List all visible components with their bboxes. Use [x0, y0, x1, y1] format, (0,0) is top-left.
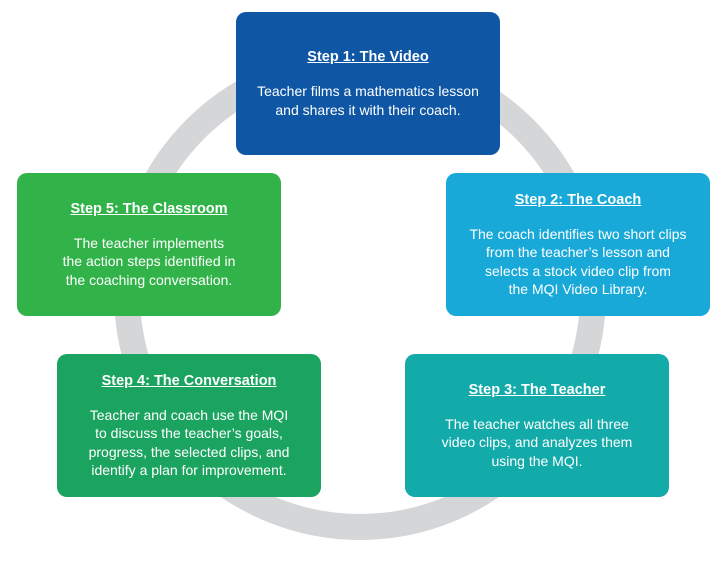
- step-5-description: The teacher implements the action steps …: [62, 234, 236, 288]
- step-2-title: Step 2: The Coach: [514, 191, 642, 208]
- step-1-box: Step 1: The Video Teacher films a mathem…: [236, 12, 500, 155]
- step-4-title: Step 4: The Conversation: [101, 372, 277, 389]
- step-5-box: Step 5: The Classroom The teacher implem…: [17, 173, 281, 316]
- step-3-description: The teacher watches all three video clip…: [441, 415, 633, 469]
- step-2-box: Step 2: The Coach The coach identifies t…: [446, 173, 710, 316]
- step-1-description: Teacher films a mathematics lesson and s…: [257, 83, 479, 118]
- step-2-description: The coach identifies two short clips fro…: [469, 225, 687, 298]
- step-3-box: Step 3: The Teacher The teacher watches …: [405, 354, 669, 497]
- step-4-box: Step 4: The Conversation Teacher and coa…: [57, 354, 321, 497]
- step-3-title: Step 3: The Teacher: [468, 381, 606, 398]
- step-4-description: Teacher and coach use the MQI to discuss…: [88, 406, 290, 479]
- step-5-title: Step 5: The Classroom: [70, 200, 228, 217]
- step-1-title: Step 1: The Video: [307, 49, 429, 65]
